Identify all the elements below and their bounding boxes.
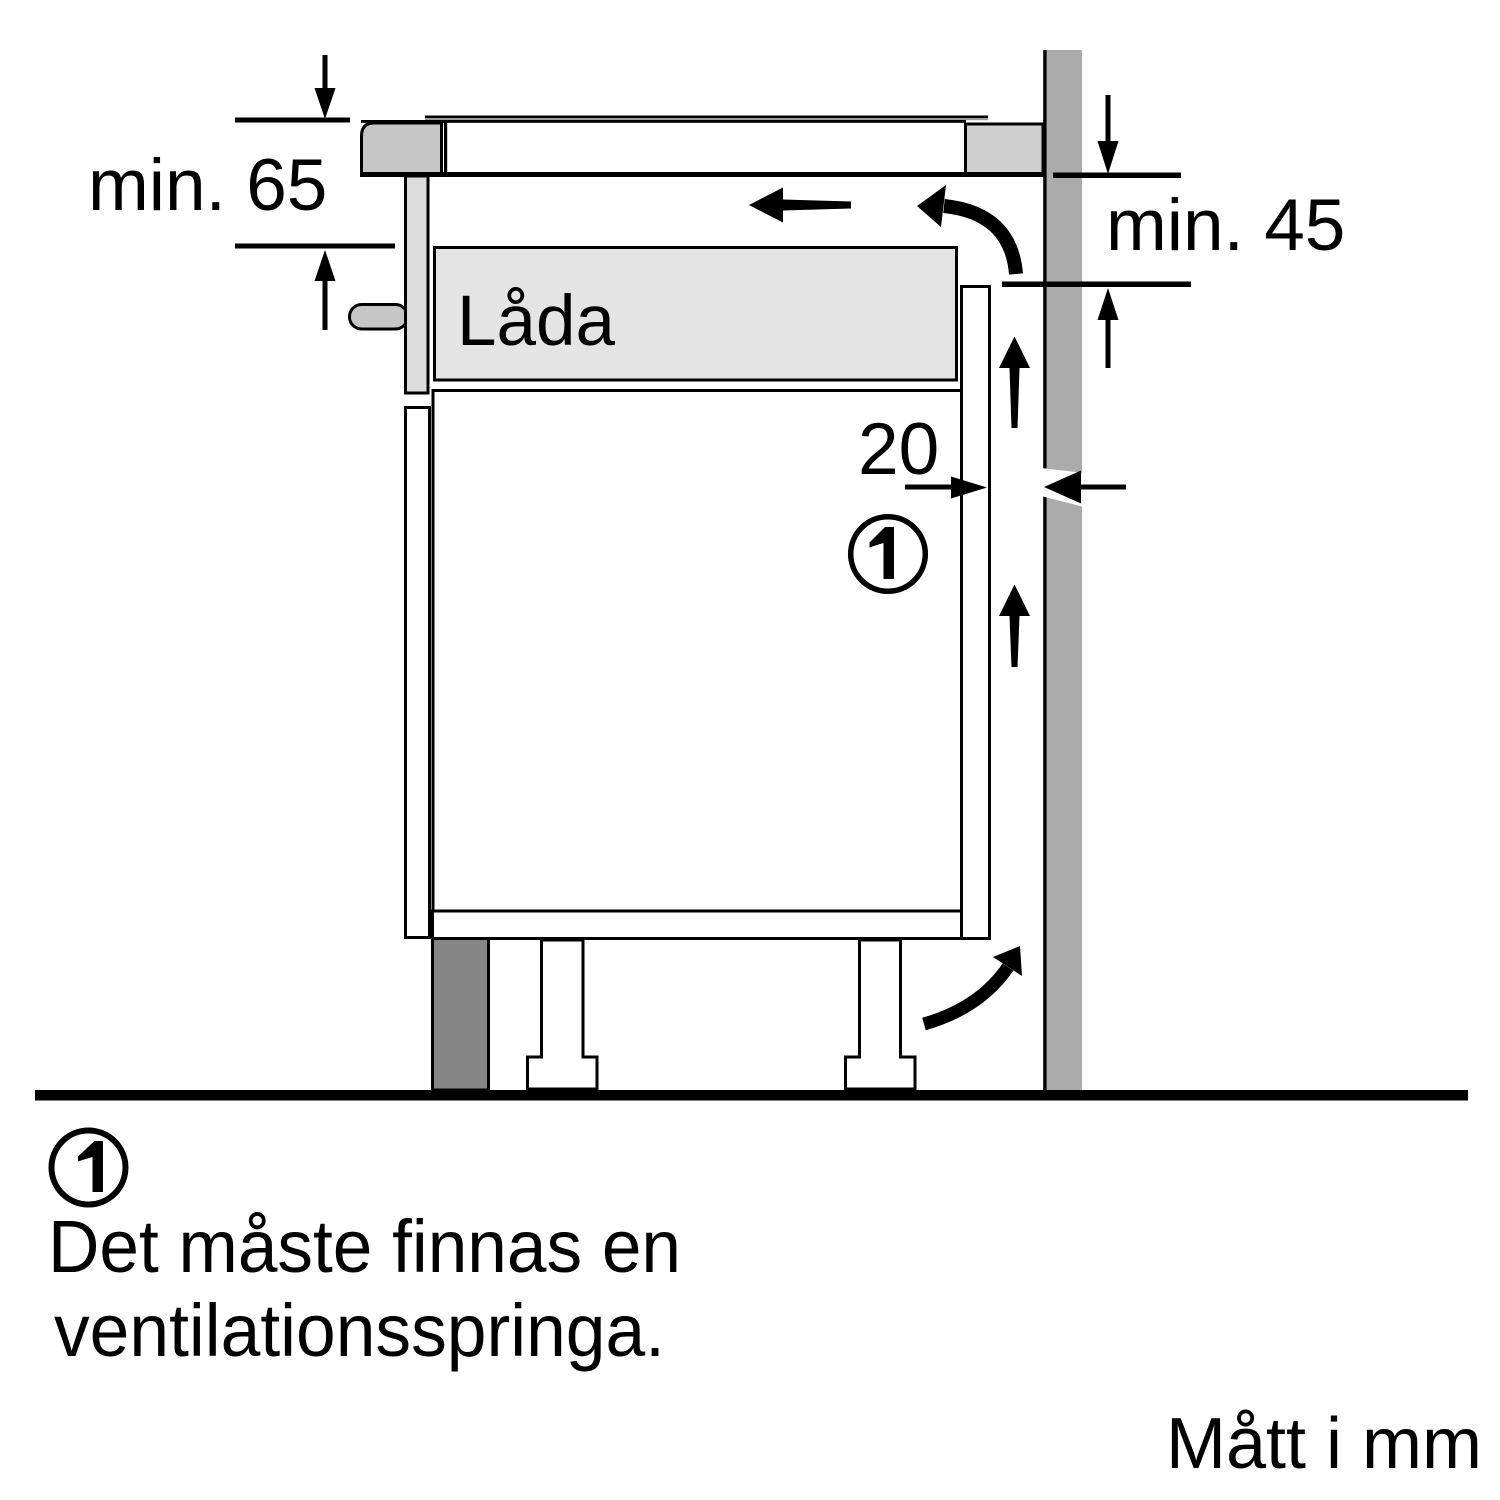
svg-text:Mått i mm: Mått i mm: [1166, 1404, 1482, 1484]
svg-text:Det måste finnas en: Det måste finnas en: [48, 1205, 681, 1288]
svg-text:min. 45: min. 45: [1106, 185, 1345, 266]
svg-text:ventilationsspringa.: ventilationsspringa.: [54, 1289, 665, 1372]
svg-text:min. 65: min. 65: [88, 145, 327, 226]
svg-text:20: 20: [858, 409, 939, 490]
svg-text:Låda: Låda: [457, 282, 615, 361]
